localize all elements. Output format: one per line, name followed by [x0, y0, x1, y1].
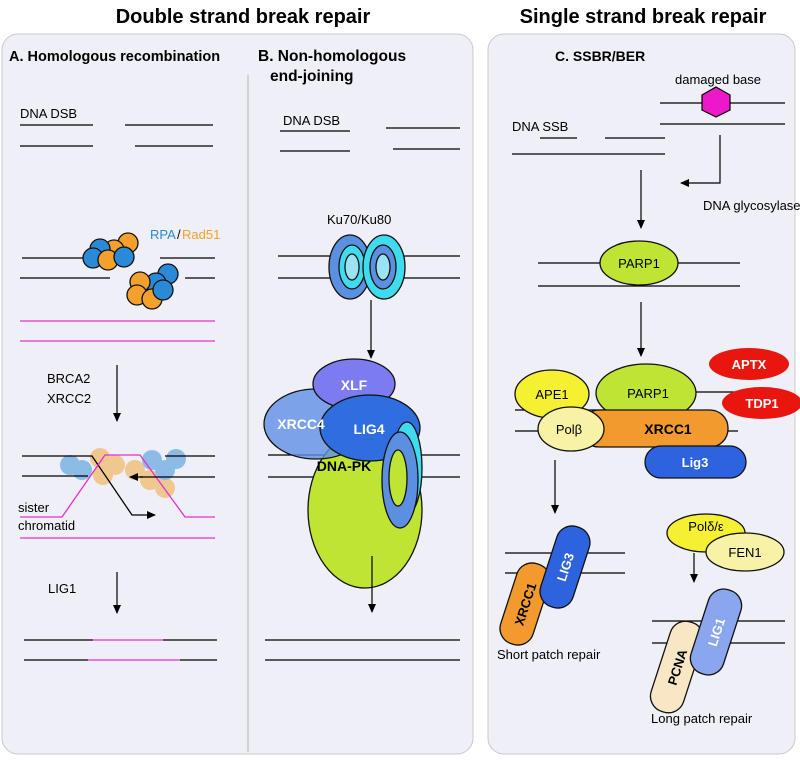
damaged-base-label: damaged base	[675, 72, 761, 87]
lig3-label: Lig3	[682, 455, 709, 470]
damaged-base-hexagon	[701, 86, 731, 118]
panel-c-title: C. SSBR/BER	[555, 48, 645, 64]
lig3-short-group: LIG3	[539, 525, 591, 609]
sister-chromatid-template	[20, 320, 215, 342]
xrcc1-label: XRCC1	[644, 421, 692, 437]
dnapk-label: DNA-PK	[317, 458, 371, 474]
fen1-shape	[705, 532, 785, 572]
glycosylase-label: DNA glycosylase	[703, 198, 800, 213]
xrcc2-label: XRCC2	[47, 391, 91, 406]
lig1-label: LIG1	[48, 581, 76, 596]
tdp1-shape	[722, 387, 800, 419]
sister-label: sister	[18, 500, 50, 515]
ku70-ku80-ring	[328, 234, 406, 300]
panel-a-title: A. Homologous recombination	[9, 49, 220, 65]
title-dsb: Double strand break repair	[116, 6, 371, 28]
holliday-junction	[20, 454, 215, 539]
ssb-dna	[512, 137, 665, 155]
fen1-label: FEN1	[728, 545, 761, 560]
title-ssb: Single strand break repair	[520, 6, 767, 28]
panel-b-dsb-dna	[280, 127, 460, 152]
ku-label: Ku70/Ku80	[327, 212, 391, 227]
pold-label: Polδ/ε	[688, 519, 724, 534]
lig4-label: LIG4	[353, 421, 384, 437]
long-patch-label: Long patch repair	[651, 711, 753, 726]
xrcc4-label: XRCC4	[277, 416, 325, 432]
parp1-top-shape	[599, 240, 679, 286]
rpa-rad51-filament-left	[82, 232, 139, 271]
lig1-long-group: LIG1	[689, 588, 743, 676]
aptx-label: APTX	[732, 357, 767, 372]
ape1-label: APE1	[535, 387, 568, 402]
pcna-group: PCNA	[649, 620, 705, 714]
repaired-dna-b	[265, 639, 460, 661]
panel-b-dsb-label: DNA DSB	[283, 113, 340, 128]
panel-a-dsb-dna	[20, 124, 213, 147]
ku-ring-complex	[381, 421, 423, 529]
brca2-label: BRCA2	[47, 371, 90, 386]
panel-b-title-line2: end-joining	[270, 68, 354, 85]
parp1-mid-label: PARP1	[627, 386, 669, 401]
tdp1-label: TDP1	[745, 396, 778, 411]
short-patch-label: Short patch repair	[497, 647, 601, 662]
resection-dna	[20, 257, 215, 279]
glycosylase-arrow	[680, 135, 721, 187]
polb-shape	[537, 406, 605, 452]
panel-a-dsb-label: DNA DSB	[20, 106, 77, 121]
rpa-label: RPA	[150, 227, 176, 242]
rpa-rad51-slash: /	[177, 227, 181, 242]
aptx-shape	[709, 348, 789, 380]
rpa-rad51-filament-right	[126, 263, 179, 310]
parp1-top-label: PARP1	[618, 256, 660, 271]
polb-label: Polβ	[556, 422, 582, 437]
lig3-shape	[644, 445, 747, 479]
xrcc1-short-group: XRCC1	[499, 562, 551, 646]
repaired-dna-a	[24, 639, 217, 661]
chromatid-label: chromatid	[18, 518, 75, 533]
ssb-label: DNA SSB	[512, 119, 568, 134]
rad51-label: Rad51	[182, 227, 220, 242]
panel-b-title-line1: B. Non-homologous	[258, 48, 406, 65]
xlf-label: XLF	[341, 377, 368, 393]
